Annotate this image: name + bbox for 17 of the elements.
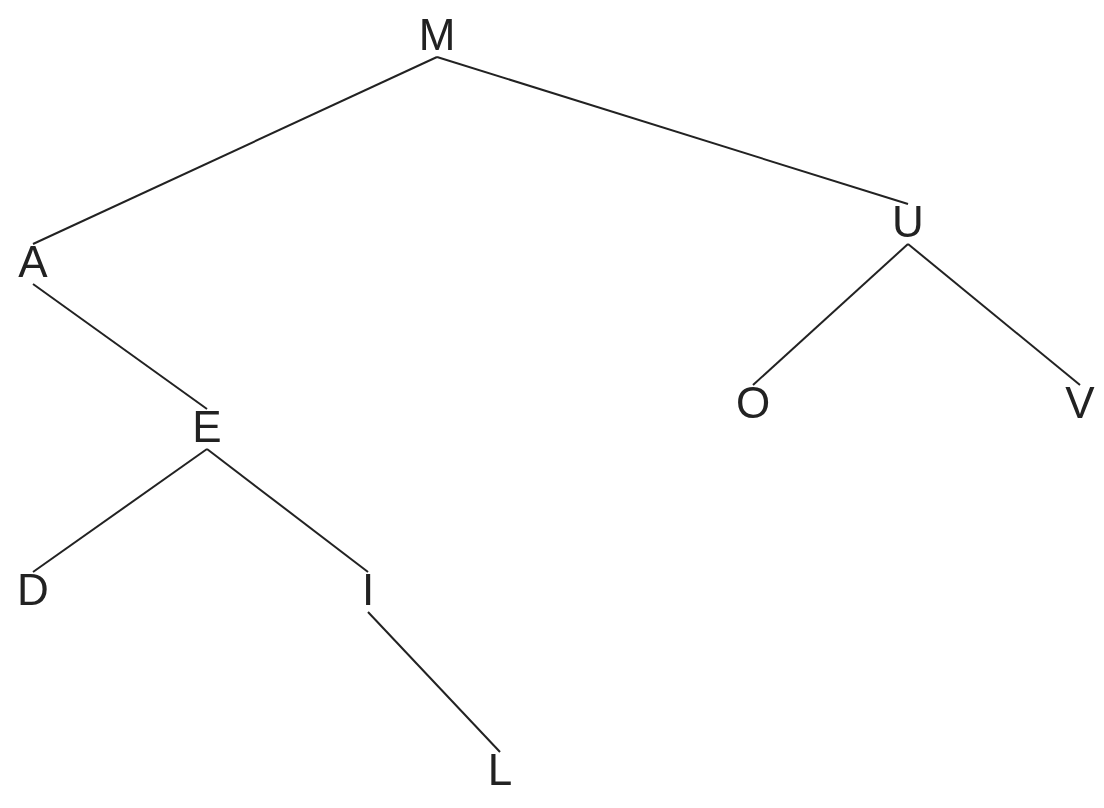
node-label: M bbox=[413, 9, 461, 61]
connector-line bbox=[32, 448, 208, 573]
connector-line bbox=[367, 611, 501, 753]
connector-line bbox=[32, 56, 438, 245]
connector-line bbox=[752, 243, 909, 386]
connector-line bbox=[32, 283, 208, 410]
node-label: L bbox=[476, 744, 524, 796]
node-label: D bbox=[9, 564, 57, 616]
connector-line bbox=[907, 243, 1081, 386]
connector-line bbox=[436, 56, 909, 205]
connector-line bbox=[206, 448, 369, 573]
node-label: O bbox=[729, 377, 777, 429]
node-label: V bbox=[1056, 377, 1104, 429]
node-label: I bbox=[344, 564, 392, 616]
node-label: A bbox=[9, 236, 57, 288]
node-label: U bbox=[884, 196, 932, 248]
node-label: E bbox=[183, 401, 231, 453]
